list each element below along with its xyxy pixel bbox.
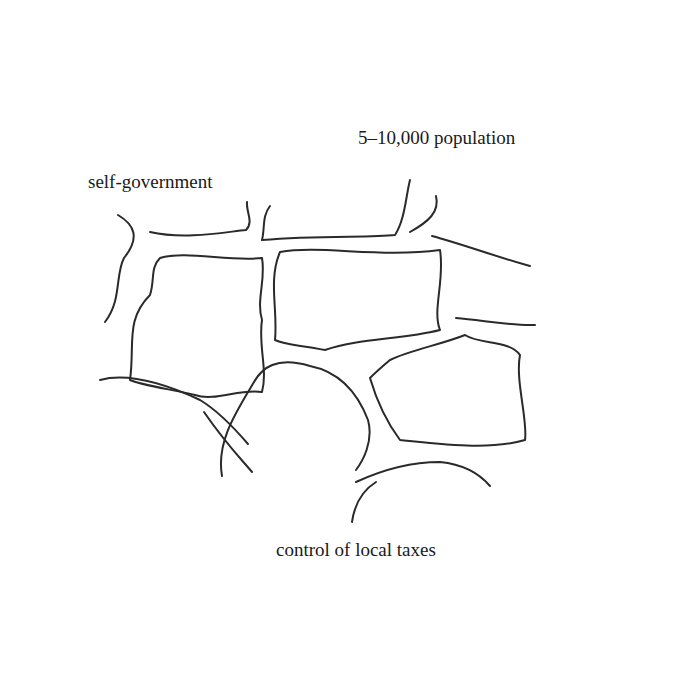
boundary-line	[262, 180, 410, 240]
annotation-label: self-government	[88, 172, 213, 193]
boundary-line	[262, 206, 270, 240]
boundary-line	[150, 202, 250, 235]
boundary-line	[204, 412, 252, 472]
boundary-line	[105, 215, 134, 322]
community-cell	[370, 335, 525, 446]
boundary-line	[432, 236, 530, 266]
annotation-label: control of local taxes	[276, 540, 436, 561]
annotation-label: 5–10,000 population	[358, 128, 515, 149]
boundary-line	[221, 362, 370, 476]
boundary-line	[456, 318, 535, 325]
community-cell	[130, 255, 264, 397]
boundary-line	[352, 482, 376, 522]
boundary-line	[410, 196, 437, 232]
community-cell	[274, 250, 441, 350]
